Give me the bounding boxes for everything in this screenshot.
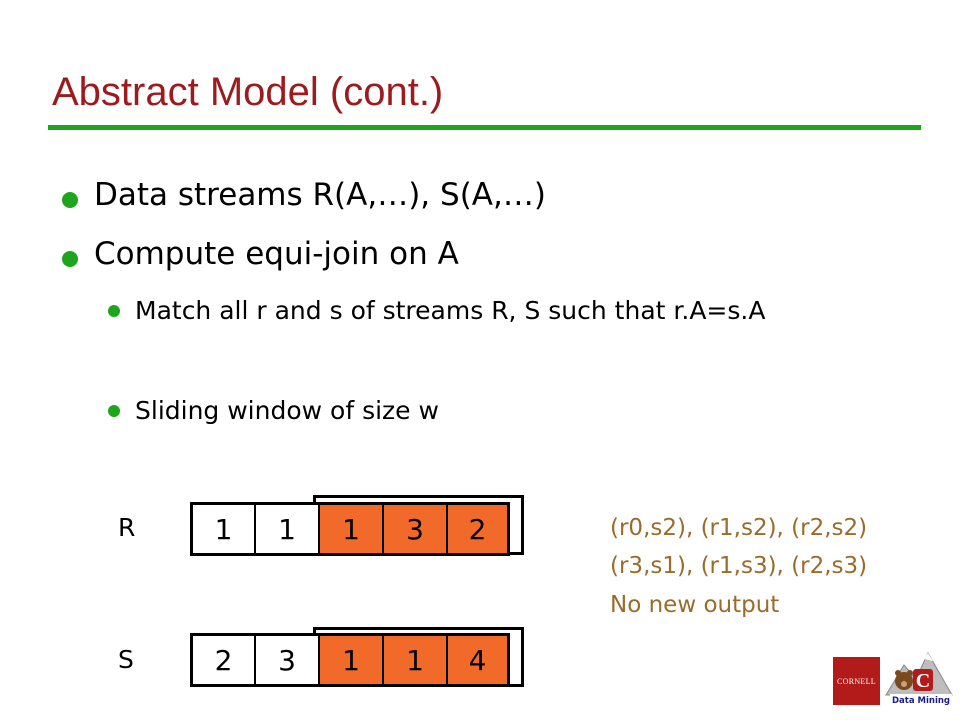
cornell-logo-text: CORNELL [837, 676, 876, 686]
bullet-text: Data streams R(A,…), S(A,…) [94, 177, 546, 213]
stream-s-cell: 2 [190, 636, 254, 684]
join-output-line-1: (r0,s2), (r1,s2), (r2,s2) [610, 515, 868, 541]
stream-r-cell: 3 [382, 505, 446, 553]
slide-title: Abstract Model (cont.) [52, 70, 444, 114]
sub-bullet-text: Match all r and s of streams R, S such t… [135, 296, 766, 325]
cornell-logo: CORNELL [833, 657, 880, 705]
sub-bullet-dot [108, 305, 120, 317]
stream-r-cell: 2 [446, 505, 510, 553]
stream-s-label: S [118, 645, 134, 674]
stream-s-cell: 4 [446, 636, 510, 684]
stream-r-cell: 1 [190, 505, 254, 553]
bullet-dot [62, 192, 78, 208]
sub-bullet-dot [108, 405, 120, 417]
stream-r-tuples: 1 1 1 3 2 [190, 502, 510, 556]
stream-s-cell: 1 [382, 636, 446, 684]
bullet-text: Compute equi-join on A [94, 236, 459, 272]
sub-bullet-text: Sliding window of size w [135, 396, 439, 425]
title-underline [48, 125, 921, 130]
stream-s-cell: 3 [254, 636, 318, 684]
stream-s-cell: 1 [318, 636, 382, 684]
join-output-line-3: No new output [610, 592, 780, 618]
data-mining-logo: C Data Mining [885, 651, 953, 706]
stream-r-cell: 1 [254, 505, 318, 553]
data-mining-logo-letter: C [916, 670, 930, 692]
stream-r-cell: 1 [318, 505, 382, 553]
data-mining-logo-text: Data Mining [892, 696, 950, 706]
stream-s-tuples: 2 3 1 1 4 [190, 633, 510, 687]
stream-r-label: R [118, 513, 136, 542]
bullet-dot [62, 251, 78, 267]
join-output-line-2: (r3,s1), (r1,s3), (r2,s3) [610, 553, 868, 579]
